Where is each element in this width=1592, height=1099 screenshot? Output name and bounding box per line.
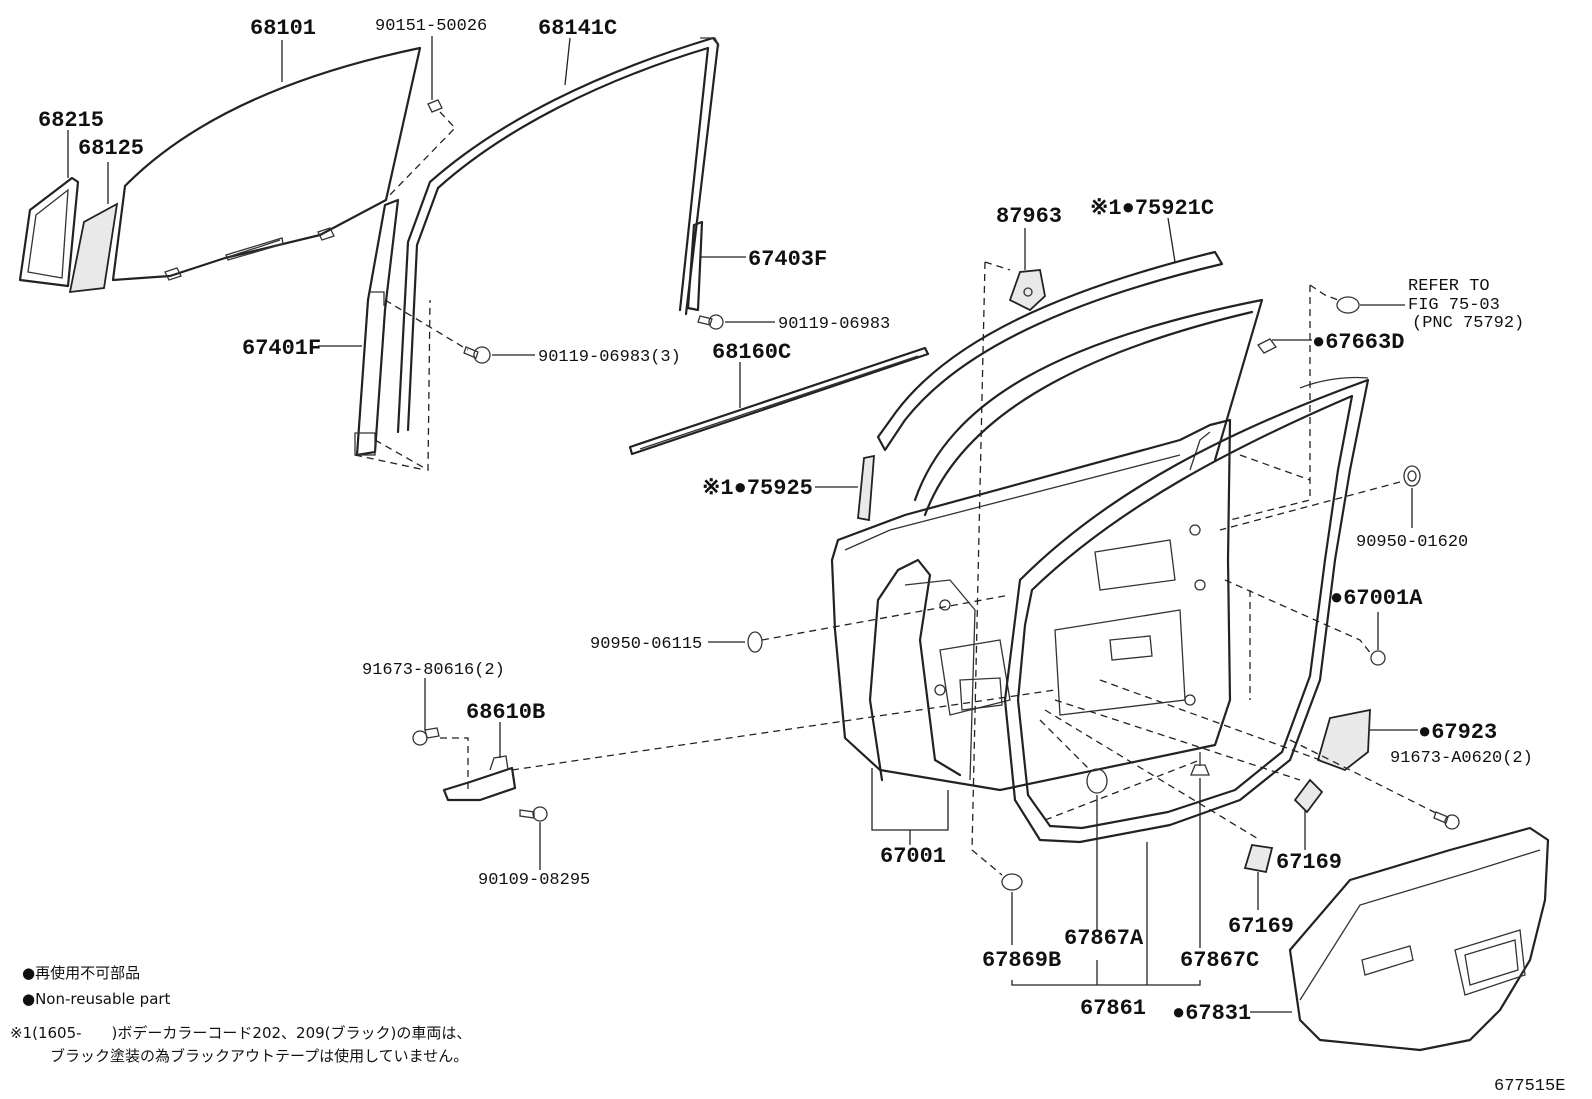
clip-67869b: [1001, 873, 1023, 891]
run-channel-68141c: [396, 36, 720, 434]
label-67169-a: 67169: [1276, 850, 1342, 875]
label-90950-06115: 90950-06115: [590, 635, 702, 654]
label-91673-a0620: 91673-A0620(2): [1390, 749, 1533, 768]
clip-67001a: [1370, 650, 1386, 666]
screw-90151: [427, 99, 443, 113]
label-68125: 68125: [78, 136, 144, 161]
label-67867c: 67867C: [1180, 948, 1259, 973]
door-shell-67001: [830, 298, 1264, 792]
label-67401f: 67401F: [242, 336, 321, 361]
plug-90950-01620: [1403, 465, 1421, 487]
label-67869b: 67869B: [982, 948, 1061, 973]
label-67001: 67001: [880, 844, 946, 869]
label-68141c: 68141C: [538, 16, 617, 41]
label-67001a: ●67001A: [1330, 586, 1423, 611]
clip-87963: [1008, 269, 1046, 312]
label-90950-01620: 90950-01620: [1356, 533, 1468, 552]
label-67923: ●67923: [1418, 720, 1497, 745]
bolt-91673-80616: [412, 727, 440, 746]
label-67403f: 67403F: [748, 247, 827, 272]
note-1-line1: ※1(1605- )ボデーカラーコード202、209(ブラック)の車両は、: [10, 1024, 471, 1042]
emblem-75792: [1336, 296, 1360, 314]
pocket-67923: [1316, 708, 1371, 772]
clip-67867c: [1190, 752, 1210, 776]
belt-moulding-68160c: [628, 346, 930, 456]
legend-non-reusable-en: ●Non-reusable part: [22, 990, 171, 1008]
seal-68215: [18, 176, 80, 288]
hinge-68610b: [442, 755, 517, 802]
pad-67169-a: [1293, 778, 1324, 814]
label-75925: ※1●75925: [702, 476, 813, 501]
label-67663d: ●67663D: [1312, 330, 1404, 355]
label-75921c: ※1●75921C: [1090, 196, 1214, 221]
label-68101: 68101: [250, 16, 316, 41]
label-87963: 87963: [996, 204, 1062, 229]
clip-67663d: [1257, 338, 1277, 354]
label-91673-80616: 91673-80616(2): [362, 661, 505, 680]
label-68610b: 68610B: [466, 700, 545, 725]
label-refer-to: REFER TO: [1408, 277, 1490, 296]
label-67867a: 67867A: [1064, 926, 1144, 951]
label-67169-b: 67169: [1228, 914, 1294, 939]
label-68160c: 68160C: [712, 340, 791, 365]
bolt-90109-08295: [519, 806, 548, 822]
door-glass-68101: [111, 46, 422, 282]
label-90119-06983-3: 90119-06983(3): [538, 348, 681, 367]
pad-67169-b: [1243, 843, 1274, 874]
note-1-line2: ブラック塗装の為ブラックアウトテープは使用していません。: [50, 1047, 468, 1065]
legend-non-reusable-ja: ●再使用不可部品: [22, 964, 140, 982]
label-90119-06983: 90119-06983: [778, 315, 890, 334]
label-pnc-75792: (PNC 75792): [1412, 314, 1524, 333]
weatherstrip-67861: [1003, 376, 1370, 844]
label-90109-08295: 90109-08295: [478, 871, 590, 890]
label-90151-50026: 90151-50026: [375, 17, 487, 36]
clip-67867a: [1086, 768, 1108, 794]
plug-90950-06115: [747, 631, 763, 653]
door-trim-67831: [1288, 826, 1550, 1052]
label-68215: 68215: [38, 108, 104, 133]
bolt-90119-b: [463, 346, 491, 364]
label-fig-75-03: FIG 75-03: [1408, 296, 1500, 315]
channel-67403f: [686, 220, 704, 312]
bolt-91673-a0620: [1433, 811, 1460, 830]
label-67861: 67861: [1080, 996, 1146, 1021]
figure-id: 677515E: [1494, 1077, 1565, 1096]
tape-75925: [857, 454, 875, 522]
tape-75921c: [876, 250, 1224, 452]
bolt-90119-a: [697, 314, 724, 330]
channel-67401f: [354, 198, 400, 457]
cover-68125: [68, 202, 119, 294]
label-67831: ●67831: [1172, 1001, 1251, 1026]
